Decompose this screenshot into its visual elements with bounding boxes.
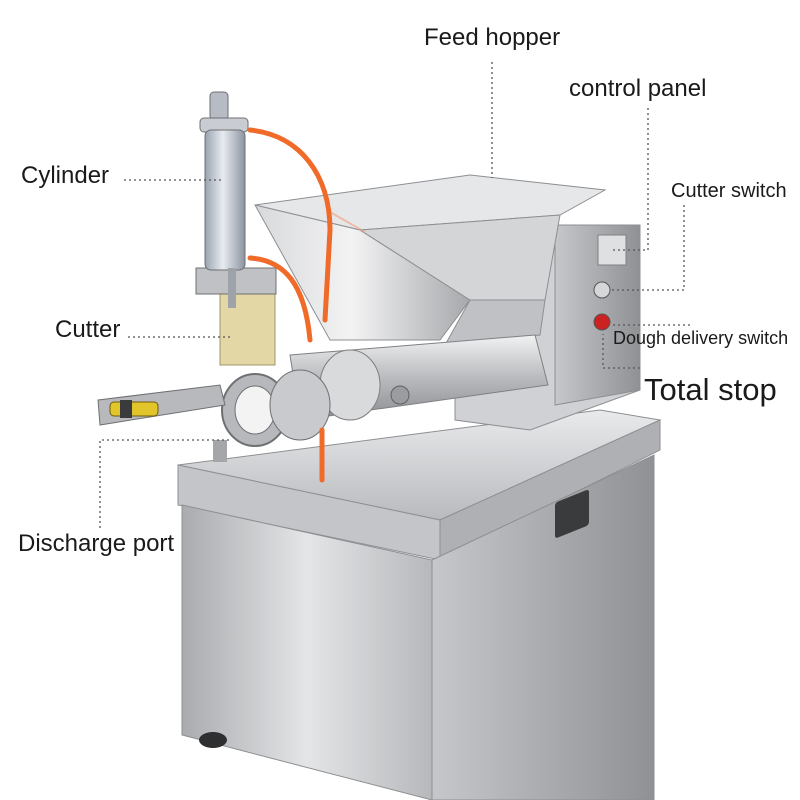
label-control-panel: control panel [569, 75, 707, 102]
air-hoses [247, 127, 333, 483]
side-arm-connector [97, 384, 226, 426]
leader-lines [99, 62, 690, 528]
label-total-stop: Total stop [644, 372, 777, 407]
label-discharge-port: Discharge port [18, 530, 175, 557]
leader-total-stop [602, 334, 640, 369]
label-cutter: Cutter [55, 316, 121, 343]
discharge-port-assembly [213, 369, 331, 462]
label-cylinder: Cylinder [21, 162, 110, 189]
leader-cutter-switch [610, 205, 685, 291]
auger-tube [289, 334, 549, 421]
label-dough-delivery-switch: Dough delivery switch [613, 328, 789, 348]
feed-hopper [254, 174, 607, 346]
machine-cabinet [177, 409, 662, 800]
label-cutter-switch: Cutter switch [671, 180, 787, 202]
leader-control-panel [612, 108, 649, 251]
label-feed-hopper: Feed hopper [424, 24, 561, 51]
pneumatic-cylinder [199, 91, 249, 308]
